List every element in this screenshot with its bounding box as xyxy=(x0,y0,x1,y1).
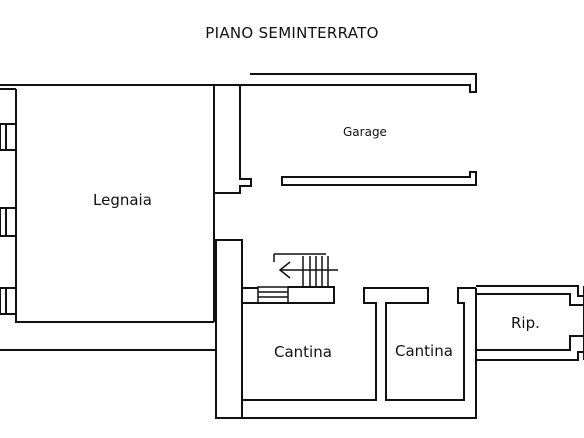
room-label-garage: Garage xyxy=(343,125,387,139)
garage-walls xyxy=(240,73,477,186)
windows xyxy=(0,123,17,315)
cantina-walls xyxy=(216,286,477,419)
room-label-ripostiglio: Rip. xyxy=(511,314,540,332)
plan-title: PIANO SEMINTERRATO xyxy=(205,24,379,42)
stairs xyxy=(257,253,338,304)
central-wall xyxy=(213,84,252,419)
legnaia-walls xyxy=(0,84,216,351)
ripostiglio-walls xyxy=(476,285,584,361)
room-label-legnaia: Legnaia xyxy=(93,191,152,209)
room-label-cantina-2: Cantina xyxy=(395,342,453,360)
room-label-cantina-1: Cantina xyxy=(274,343,332,361)
